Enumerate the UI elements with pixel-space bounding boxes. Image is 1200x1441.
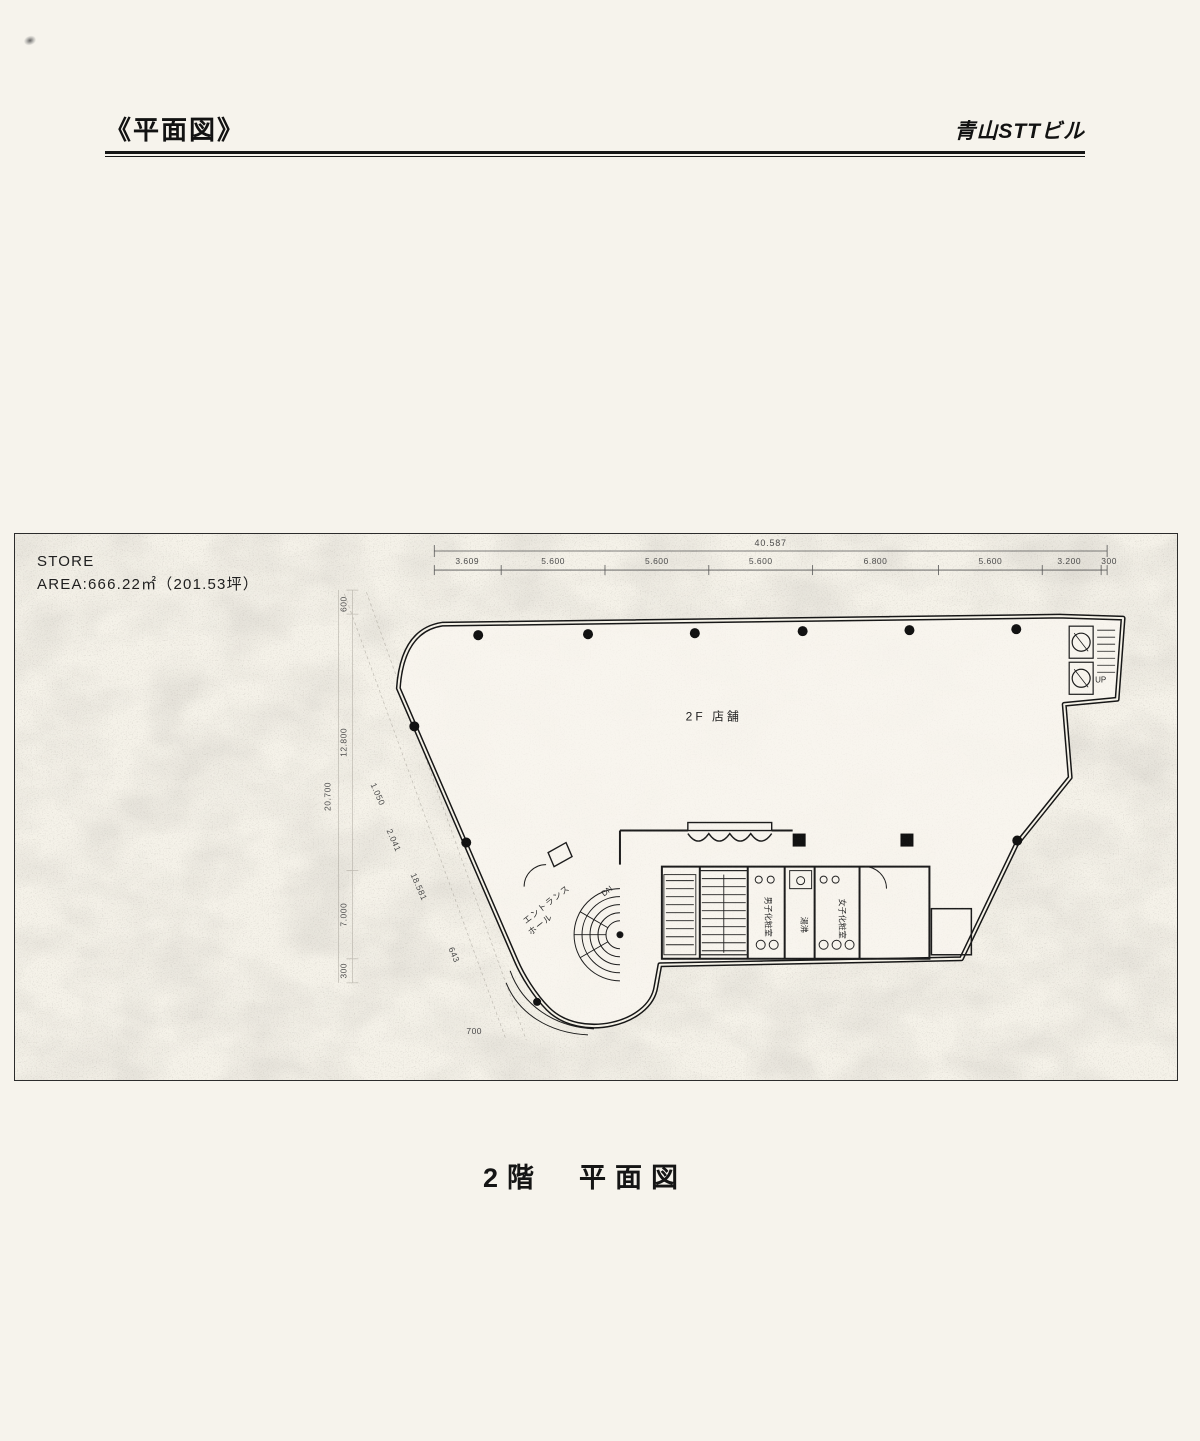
- dim-left-1: 600: [338, 596, 348, 612]
- floor-plan-frame: STORE AREA:666.22㎡（201.53坪）: [14, 533, 1178, 1081]
- dim-top-4: 5.600: [749, 556, 773, 566]
- floor-use-label: 2F 店舗: [686, 709, 742, 723]
- dim-left-4: 300: [338, 963, 348, 979]
- header-rule-thin: [105, 156, 1085, 157]
- header-row: 《平面図》 青山STTビル: [105, 110, 1085, 147]
- dim-overall-width: 40.587: [755, 538, 787, 548]
- dim-top-3: 5.600: [645, 556, 669, 566]
- scan-artifact: [22, 34, 38, 47]
- dim-top-7: 3.200: [1057, 556, 1081, 566]
- store-label: STORE: [37, 553, 95, 570]
- building-name: 青山STTビル: [954, 120, 1085, 143]
- area-label: AREA:666.22㎡（201.53坪）: [37, 576, 259, 594]
- stair-up-label: UP: [1095, 675, 1106, 684]
- dim-top-6: 5.600: [978, 556, 1002, 566]
- dim-left-overall: 20.700: [322, 782, 332, 811]
- dim-top-8: 300: [1101, 556, 1117, 566]
- mens-room-label: 男子化粧室: [764, 897, 774, 937]
- dim-top-5: 6.800: [864, 556, 888, 566]
- page-header: 《平面図》 青山STTビル: [105, 110, 1085, 157]
- dim-top-1: 3.609: [455, 556, 479, 566]
- floor-plan-drawing: 40.587 3.609 5.600 5.600 5.600 6.800 5.6…: [15, 534, 1177, 1080]
- header-rule-thick: [105, 151, 1085, 154]
- dim-left-3: 7.000: [338, 903, 348, 927]
- womens-room-label: 女子化粧室: [838, 899, 848, 939]
- dim-left-2: 12.800: [338, 728, 348, 757]
- page-title: 《平面図》: [105, 115, 246, 145]
- caption: 2階 平面図: [482, 1163, 688, 1193]
- dim-bottom-left: 700: [466, 1026, 482, 1036]
- store-info: STORE AREA:666.22㎡（201.53坪）: [37, 550, 259, 597]
- hot-water-label: 湯沸: [800, 917, 810, 933]
- dim-top-2: 5.600: [541, 556, 565, 566]
